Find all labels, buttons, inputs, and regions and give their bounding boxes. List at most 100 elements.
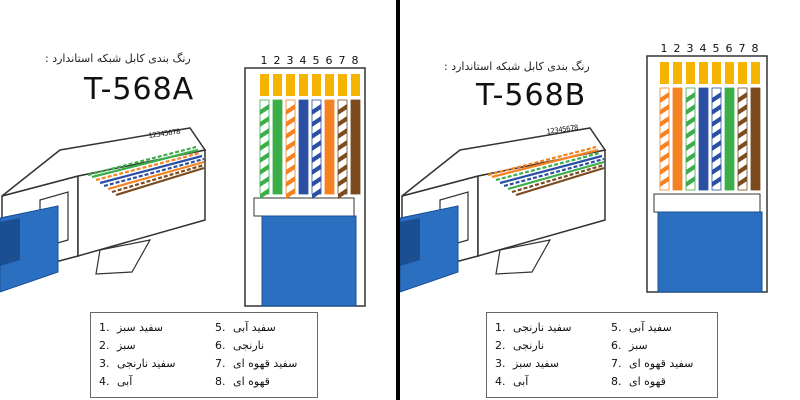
wire-stripe (712, 140, 721, 151)
wire-stripe (338, 176, 347, 187)
wire-stripe (312, 128, 321, 139)
wire-insulation (750, 87, 761, 191)
wire-7 (737, 62, 748, 191)
wire-stripe (286, 176, 295, 187)
wire-3 (685, 62, 696, 191)
wire-stripe (712, 152, 721, 163)
wire-stripe (738, 176, 747, 187)
legend-item: 2.سبز (99, 339, 136, 352)
wire-stripe (260, 140, 269, 151)
wire-6 (324, 74, 335, 195)
wire-stripe (686, 164, 695, 175)
wire-stripe (338, 164, 347, 175)
legend-item: 8.قهوه ای (215, 375, 270, 388)
gold-contact (338, 74, 347, 96)
wire-insulation (724, 87, 735, 191)
gold-contact (312, 74, 321, 96)
wire-stripe (738, 140, 747, 151)
wire-stripe (712, 104, 721, 115)
wire-4 (298, 74, 309, 195)
standard-title: T-568A (84, 72, 195, 107)
wire-stripe (686, 152, 695, 163)
wire-insulation (324, 99, 335, 195)
wire-stripe (338, 140, 347, 151)
wire-stripe (738, 128, 747, 139)
plug-wires (87, 145, 205, 197)
wire-stripe (286, 152, 295, 163)
wire-stripe (260, 164, 269, 175)
pin-number: 6 (725, 42, 733, 55)
wire-stripe (686, 104, 695, 115)
wire-8 (750, 62, 761, 191)
standard-title: T-568B (476, 78, 587, 113)
wire-6 (724, 62, 735, 191)
wire-stripe (338, 128, 347, 139)
wire-stripe (286, 188, 295, 199)
rj45-diagram (400, 55, 768, 293)
pin-number: 5 (712, 42, 720, 55)
legend-item: 8.قهوه ای (611, 375, 666, 388)
legend-item: 5.سفید آبی (611, 321, 672, 334)
pin-number: 4 (699, 42, 707, 55)
color-legend: 1.سفید نارنجی 2.نارنجی 3.سفید سبز 4.آبی … (486, 312, 718, 398)
legend-item: 1.سفید سبز (99, 321, 163, 334)
pin-number: 2 (673, 42, 681, 55)
pin-number: 4 (299, 54, 307, 67)
gold-contact (299, 74, 308, 96)
pin-number: 2 (273, 54, 281, 67)
wire-insulation (659, 87, 670, 191)
wire-insulation (685, 87, 696, 191)
pin-number: 1 (260, 54, 268, 67)
wire-stripe (260, 152, 269, 163)
wire-stripe (660, 176, 669, 187)
wire-5 (711, 62, 722, 191)
color-legend: 1.سفید سبز 2.سبز 3.سفید نارنجی 4.آبی 5.س… (90, 312, 318, 398)
wire-stripe (260, 104, 269, 115)
rj45-plug-side-view (0, 127, 207, 293)
front-wires (659, 62, 761, 191)
wire-stripe (260, 176, 269, 187)
panel-t568a: رنگ بندی کابل شبکه استاندارد : T-568A (0, 0, 396, 400)
legend-item: 1.سفید نارنجی (495, 321, 572, 334)
wire-stripe (286, 116, 295, 127)
wire-stripe (712, 176, 721, 187)
wire-stripe (660, 140, 669, 151)
wire-stripe (338, 104, 347, 115)
gold-contact (686, 62, 695, 84)
wire-stripe (686, 176, 695, 187)
wire-8 (350, 74, 361, 195)
wire-stripe (660, 92, 669, 103)
wire-stripe (738, 104, 747, 115)
pin-number: 8 (351, 54, 359, 67)
pin-number: 6 (325, 54, 333, 67)
wire-stripe (312, 188, 321, 199)
legend-item: 3.سفید سبز (495, 357, 559, 370)
wire-stripe (260, 116, 269, 127)
wire-stripe (660, 104, 669, 115)
wire-2 (272, 74, 283, 195)
wire-insulation (350, 99, 361, 195)
wire-stripe (660, 152, 669, 163)
wire-stripe (738, 152, 747, 163)
pin-number: 1 (660, 42, 668, 55)
wire-stripe (260, 128, 269, 139)
wire-stripe (738, 164, 747, 175)
pin-number: 7 (738, 42, 746, 55)
wire-insulation (711, 87, 722, 191)
wire-stripe (660, 128, 669, 139)
wire-7 (337, 74, 348, 199)
wire-stripe (738, 116, 747, 127)
wire-2 (672, 62, 683, 191)
wire-stripe (286, 140, 295, 151)
wire-stripe (312, 152, 321, 163)
gold-contact (712, 62, 721, 84)
wire-stripe (712, 128, 721, 139)
pin-number: 5 (312, 54, 320, 67)
legend-item: 5.سفید آبی (215, 321, 276, 334)
pin-numbers: 1 2 3 4 5 6 7 8 (0, 54, 396, 68)
wire-stripe (286, 128, 295, 139)
wire-stripe (686, 116, 695, 127)
wire-1 (659, 62, 670, 191)
wire-stripe (338, 188, 347, 199)
wire-stripe (686, 92, 695, 103)
